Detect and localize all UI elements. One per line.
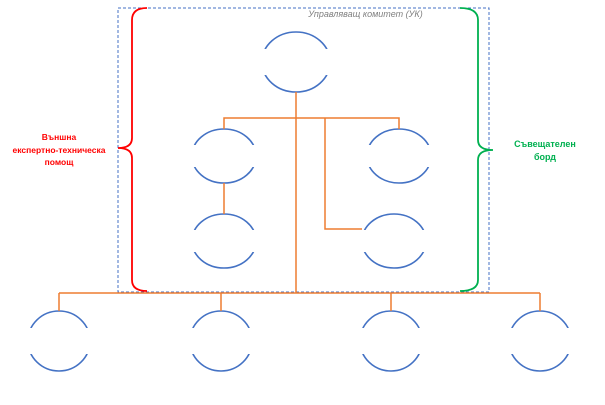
node-band [358, 328, 424, 354]
external-help-label: Външна експертно-техническа помощ [2, 131, 116, 169]
node-band [188, 328, 254, 354]
node-band [365, 145, 433, 167]
node-band [360, 230, 428, 252]
node-band [507, 328, 573, 354]
node-band [190, 145, 258, 167]
org-node-bottom-4 [507, 310, 573, 372]
label-line: експертно-техническа [12, 144, 106, 155]
org-node-row3-right [360, 213, 428, 269]
diagram-title: Управляващ комитет (УК) [308, 9, 423, 19]
org-node-row2-right [365, 128, 433, 184]
node-band [26, 328, 92, 354]
connector-lines [58, 92, 541, 311]
org-node-bottom-1 [26, 310, 92, 372]
org-node-bottom-2 [188, 310, 254, 372]
label-line: Съвещателен [514, 139, 576, 149]
label-line: помощ [44, 157, 74, 167]
org-node-top [260, 31, 332, 93]
advisory-board-brace [459, 7, 494, 292]
node-band [260, 49, 332, 75]
label-line: Външна [41, 132, 77, 142]
label-line: борд [533, 151, 557, 162]
external-help-brace [117, 7, 148, 292]
node-band [190, 230, 258, 252]
org-node-row3-left [190, 213, 258, 269]
org-node-bottom-3 [358, 310, 424, 372]
advisory-board-label: Съвещателен борд [494, 138, 596, 163]
org-node-row2-left [190, 128, 258, 184]
